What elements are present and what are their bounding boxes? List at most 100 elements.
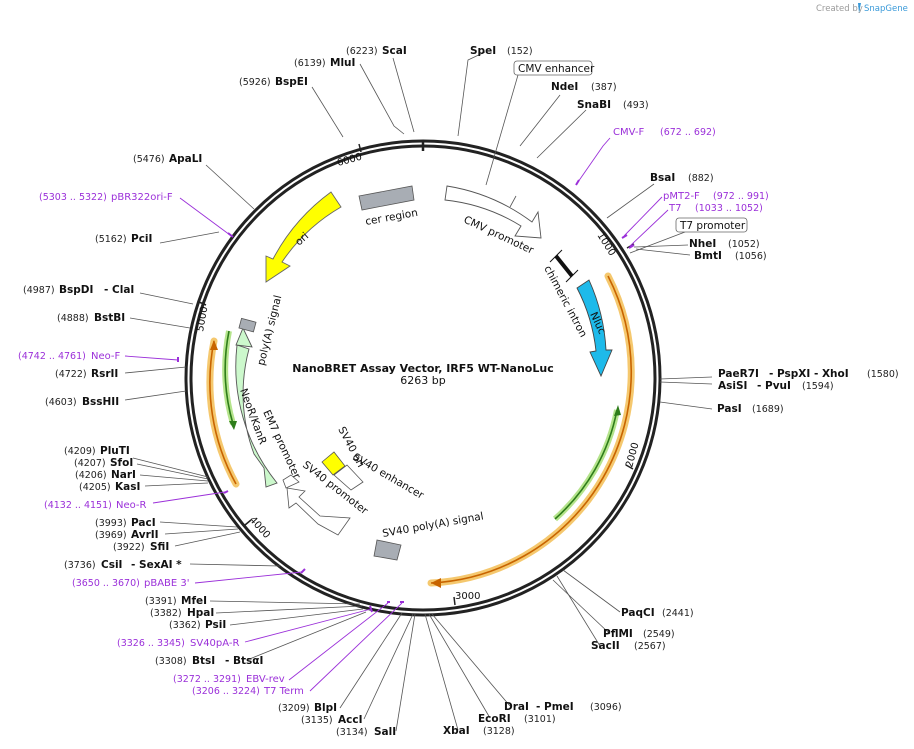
- primer-ebvrev[interactable]: EBV-rev: [246, 674, 285, 685]
- primer-pbr322orif-range: (5303 .. 5322): [39, 192, 107, 203]
- polya-signal-box: [238, 317, 257, 333]
- enzyme-bsshii-pos: (4603): [45, 397, 77, 408]
- enzyme-paqci[interactable]: PaqCI: [621, 607, 655, 619]
- enzyme-hpai[interactable]: HpaI: [187, 607, 214, 619]
- enzyme-ndei-pos: (387): [591, 82, 617, 93]
- plasmid-title: NanoBRET Assay Vector, IRF5 WT-NanoLuc: [292, 362, 553, 375]
- enzyme-apali[interactable]: ApaLI: [169, 153, 202, 165]
- tick-label-3000: 3000: [455, 591, 480, 602]
- enzyme-avrii-pos: (3969): [95, 530, 127, 541]
- primer-pbr322orif[interactable]: pBR322ori-F: [111, 192, 173, 203]
- polya-signal-label: poly(A) signal: [255, 294, 284, 367]
- enzyme-xbai-pos: (3128): [483, 726, 515, 737]
- enzyme-acci[interactable]: AccI: [338, 714, 362, 726]
- enzyme-sfii[interactable]: SfiI: [150, 541, 169, 553]
- enzyme-spei[interactable]: SpeI: [470, 45, 496, 57]
- em7-promoter-arrow: [282, 474, 300, 489]
- credit-text: Created by: [816, 4, 863, 14]
- primer-pmt2f[interactable]: pMT2-F: [663, 191, 700, 202]
- enzyme-mfei[interactable]: MfeI: [181, 595, 207, 607]
- enzyme-mlui[interactable]: MluI: [330, 57, 355, 69]
- enzyme-sacii[interactable]: SacII: [591, 640, 620, 652]
- enzyme-nhei-pos: (1052): [728, 239, 760, 250]
- enzyme-bstbi[interactable]: BstBI: [94, 312, 125, 324]
- enzyme-pluti[interactable]: PluTI: [100, 445, 130, 457]
- primer-neor-range: (4132 .. 4151): [44, 500, 112, 511]
- enzyme-sfoi-pos: (4207): [74, 458, 106, 469]
- enzyme-paer7i-iso: - PspXI - XhoI: [769, 368, 849, 380]
- neor-kanr-arrow: [235, 344, 278, 488]
- enzyme-csii-iso: - SexAI *: [131, 559, 182, 571]
- credit-brand: SnapGene: [864, 4, 908, 14]
- enzyme-kasi[interactable]: KasI: [115, 481, 140, 493]
- orange-arrowhead-right: [431, 578, 441, 588]
- enzyme-csii-pos: (3736): [64, 560, 96, 571]
- nluc-arrow: [576, 279, 613, 378]
- enzyme-csii[interactable]: CsiI: [101, 559, 122, 571]
- enzyme-bmti[interactable]: BmtI: [694, 250, 722, 262]
- enzyme-ndei[interactable]: NdeI: [551, 81, 578, 93]
- enzyme-bsshii[interactable]: BssHII: [82, 396, 119, 408]
- enzyme-paci[interactable]: PacI: [131, 517, 156, 529]
- enzyme-mlui-pos: (6139): [294, 58, 326, 69]
- primer-t7term[interactable]: T7 Term: [263, 686, 304, 697]
- enzyme-mfei-pos: (3391): [145, 596, 177, 607]
- primer-t7[interactable]: T7: [668, 203, 681, 214]
- primer-pbabe3[interactable]: pBABE 3': [144, 578, 190, 589]
- tick-label-5000: 5000: [195, 306, 210, 333]
- enzyme-sali[interactable]: SalI: [374, 726, 396, 738]
- leader-lines: [124, 51, 713, 732]
- enzyme-scai[interactable]: ScaI: [382, 45, 407, 57]
- enzyme-bsai-pos: (882): [688, 173, 714, 184]
- enzyme-bstbi-pos: (4888): [57, 313, 89, 324]
- enzyme-psii[interactable]: PsiI: [205, 619, 226, 631]
- enzyme-rsrii[interactable]: RsrII: [91, 368, 118, 380]
- primer-t7-range: (1033 .. 1052): [695, 203, 763, 214]
- t7-promoter-label: T7 promoter: [679, 220, 746, 232]
- enzyme-btsi[interactable]: BtsI: [192, 655, 215, 667]
- enzyme-nhei[interactable]: NheI: [689, 238, 716, 250]
- enzyme-bspei[interactable]: BspEI: [275, 76, 308, 88]
- enzyme-hpai-pos: (3382): [150, 608, 182, 619]
- enzyme-snabi-pos: (493): [623, 100, 649, 111]
- cer-region-label: cer region: [364, 207, 418, 228]
- sv40-promoter-arrow: [286, 487, 351, 536]
- enzyme-snabi[interactable]: SnaBI: [577, 99, 611, 111]
- enzyme-avrii[interactable]: AvrII: [131, 529, 159, 541]
- enzyme-drai-pos: (3096): [590, 702, 622, 713]
- enzyme-asisi-pos: (1594): [802, 381, 834, 392]
- cmv-enhancer-box: [513, 60, 593, 76]
- enzyme-sali-pos: (3134): [336, 727, 368, 738]
- enzyme-bsai[interactable]: BsaI: [650, 172, 675, 184]
- enzyme-ecori-pos: (3101): [524, 714, 556, 725]
- primer-sv40par[interactable]: SV40pA-R: [190, 638, 239, 649]
- primer-ebvrev-range: (3272 .. 3291): [173, 674, 241, 685]
- enzyme-bspdi[interactable]: BspDI: [59, 284, 93, 296]
- cer-region-box: [358, 185, 415, 211]
- primer-neor[interactable]: Neo-R: [116, 500, 147, 511]
- enzyme-drai[interactable]: DraI: [504, 701, 529, 713]
- enzyme-ecori[interactable]: EcoRI: [478, 713, 511, 725]
- plasmid-size: 6263 bp: [400, 374, 445, 387]
- enzyme-pflmi[interactable]: PflMI: [603, 628, 633, 640]
- enzyme-blpi[interactable]: BlpI: [314, 702, 337, 714]
- enzyme-paer7i[interactable]: PaeR7I: [718, 368, 759, 380]
- primer-t7term-range: (3206 .. 3224): [192, 686, 260, 697]
- primer-neof[interactable]: Neo-F: [91, 351, 121, 362]
- enzyme-xbai[interactable]: XbaI: [443, 725, 470, 737]
- enzyme-bspdi-iso: - ClaI: [104, 284, 134, 296]
- orange-arrowhead-left: [210, 340, 218, 350]
- enzyme-pluti-pos: (4209): [64, 446, 96, 457]
- tick-label-6000: 6000: [336, 152, 363, 169]
- enzyme-asisi[interactable]: AsiSI: [718, 380, 747, 392]
- enzyme-blpi-pos: (3209): [278, 703, 310, 714]
- sv40-enhancer-label: SV40 enhancer: [351, 451, 427, 502]
- enzyme-nari[interactable]: NarI: [111, 469, 136, 481]
- enzyme-pasi[interactable]: PasI: [717, 403, 742, 415]
- enzyme-sfoi[interactable]: SfoI: [110, 457, 133, 469]
- primer-leader-lines: [124, 137, 669, 692]
- enzyme-pcii[interactable]: PciI: [131, 233, 152, 245]
- primer-cmvf[interactable]: CMV-F: [613, 127, 644, 138]
- enzyme-pcii-pos: (5162): [95, 234, 127, 245]
